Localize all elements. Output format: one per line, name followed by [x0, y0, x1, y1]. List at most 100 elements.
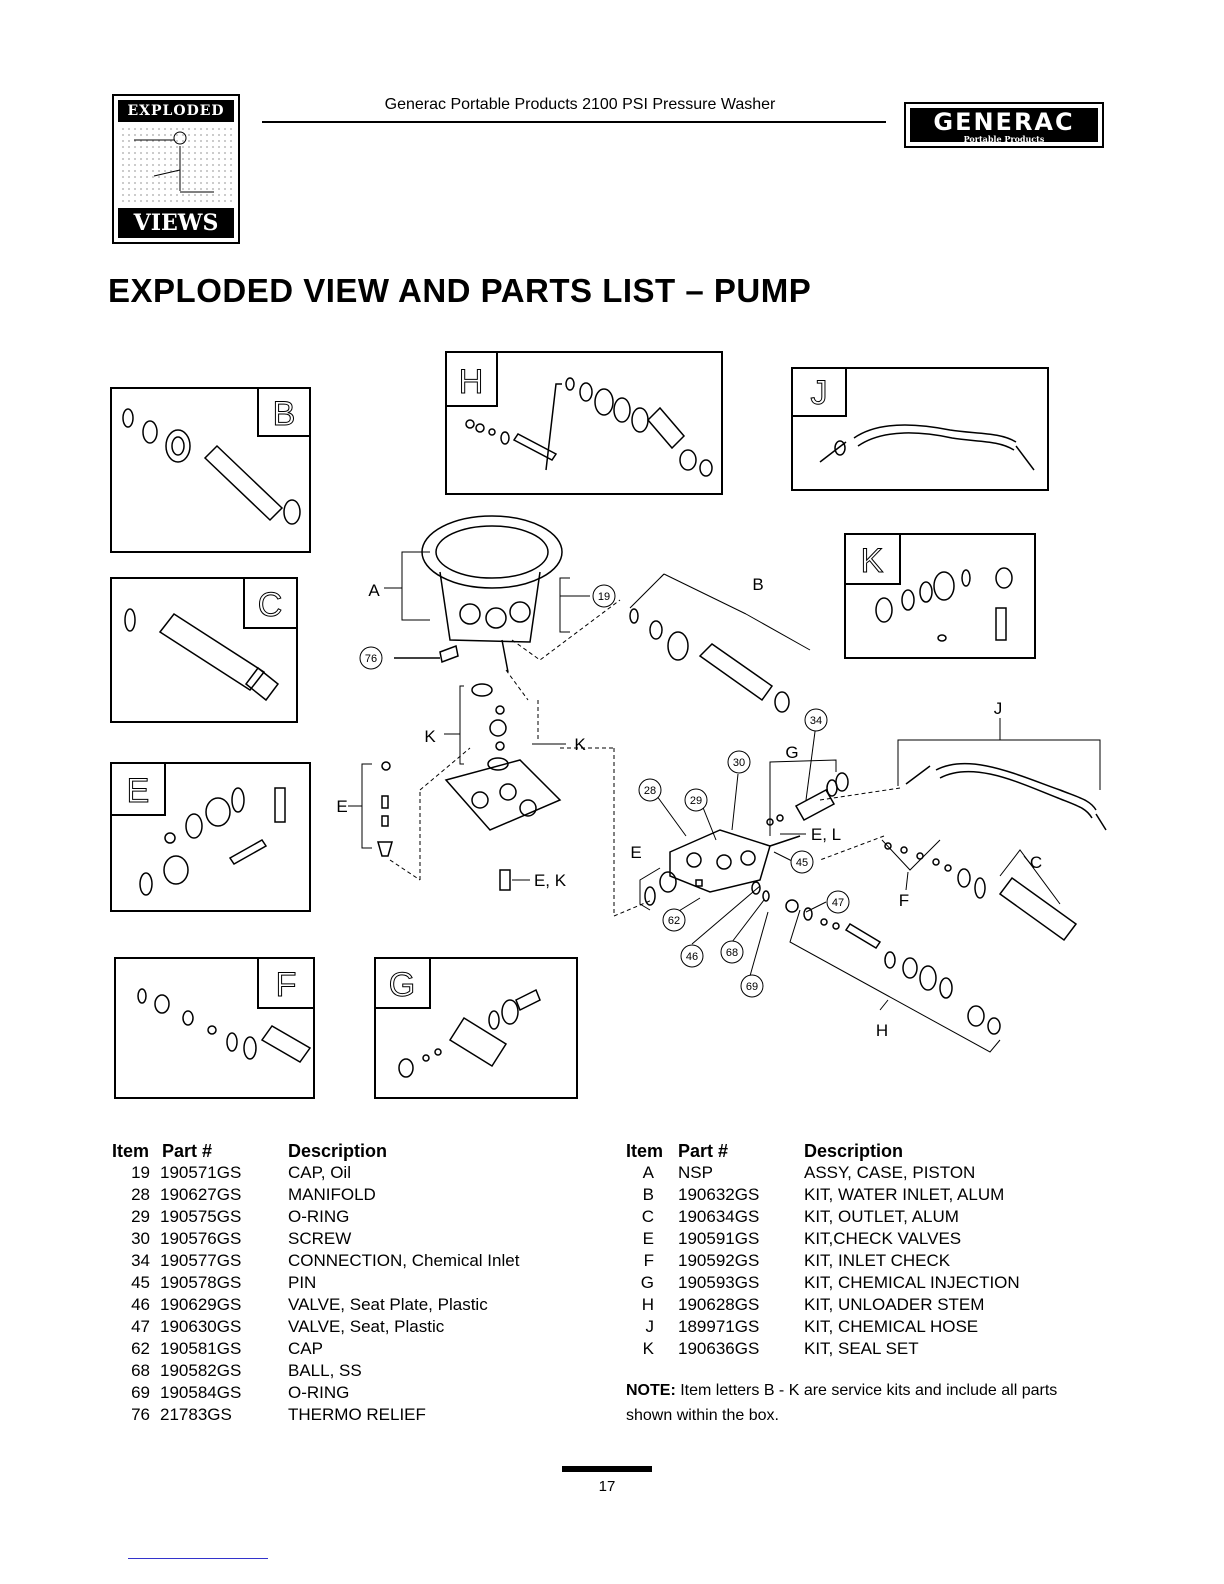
table-row: 62 190581GS CAP [112, 1338, 592, 1360]
svg-text:76: 76 [365, 653, 377, 665]
label-e2: E [630, 843, 641, 862]
item-cell: K [642, 1339, 654, 1358]
part-number-cell: 21783GS [160, 1405, 232, 1424]
header-part: Part # [678, 1141, 729, 1161]
bottom-link-underline [128, 1558, 268, 1559]
kit-c-parts [124, 608, 280, 702]
box-letter-e: E [127, 772, 150, 810]
description-cell: KIT, CHEMICAL HOSE [804, 1317, 979, 1336]
kit-g-parts [398, 988, 541, 1078]
logo-bottom-text: VIEWS [118, 208, 234, 238]
item-cell: 30 [131, 1229, 150, 1248]
kit-f-parts [137, 988, 312, 1063]
description-cell: KIT, CHEMICAL INJECTION [804, 1273, 1020, 1292]
part-number-cell: 190627GS [160, 1185, 242, 1204]
label-ek: E, K [534, 871, 567, 890]
callout-29: 29 [684, 788, 708, 812]
description-cell: THERMO RELIEF [288, 1405, 426, 1424]
item-cell: 76 [131, 1405, 150, 1424]
svg-text:68: 68 [726, 947, 738, 959]
generac-sub: Portable Products [963, 134, 1045, 144]
box-letter-b: B [273, 395, 296, 433]
item-cell: G [640, 1273, 654, 1292]
part-number-cell: 190581GS [160, 1339, 242, 1358]
part-number-cell: 190630GS [160, 1317, 242, 1336]
label-k: K [424, 727, 436, 746]
page-title: EXPLODED VIEW AND PARTS LIST – PUMP [108, 272, 812, 309]
exploded-views-logo: EXPLODED VIEWS [112, 94, 240, 244]
svg-text:29: 29 [690, 795, 702, 807]
part-number-cell: 190576GS [160, 1229, 242, 1248]
item-cell: C [641, 1207, 654, 1226]
kit-box-c [110, 577, 298, 723]
part-number-cell: 190628GS [678, 1295, 760, 1314]
label-j: J [994, 699, 1003, 718]
part-number-cell: 190575GS [160, 1207, 242, 1226]
description-cell: SCREW [288, 1229, 352, 1248]
description-cell: O-RING [288, 1207, 350, 1226]
kit-h-parts [465, 377, 713, 477]
item-cell: A [642, 1163, 654, 1182]
label-a: A [368, 581, 380, 600]
item-cell: 45 [131, 1273, 150, 1292]
table-row: 29 190575GS O-RING [112, 1206, 592, 1228]
item-cell: 19 [131, 1163, 150, 1182]
logo-sketch [134, 131, 214, 193]
callout-19: 19 [592, 584, 616, 608]
callout-76: 76 [359, 646, 383, 670]
item-cell: 69 [131, 1383, 150, 1402]
part-number-cell: 190592GS [678, 1251, 760, 1270]
header-title: Generac Portable Products 2100 PSI Press… [384, 96, 776, 113]
note-text: Item letters B - K are service kits and … [626, 1382, 1058, 1424]
description-cell: ASSY, CASE, PISTON [804, 1163, 976, 1182]
item-cell: J [645, 1317, 655, 1336]
kit-box-f [114, 957, 315, 1099]
callouts: 19 76 28 29 30 34 45 47 62 46 68 69 [359, 584, 850, 998]
part-number-cell: 190584GS [160, 1383, 242, 1402]
table-row: 30 190576GS SCREW [112, 1228, 592, 1250]
description-cell: O-RING [288, 1383, 350, 1402]
kit-box-k [844, 533, 1036, 659]
item-cell: 47 [131, 1317, 150, 1336]
svg-text:19: 19 [598, 591, 610, 603]
kit-e-parts [139, 787, 286, 896]
kit-box-j [791, 367, 1049, 491]
exploded-diagram: B C E F G H J K [110, 351, 1107, 1099]
kit-j-parts [819, 424, 1035, 471]
part-number-cell: 190636GS [678, 1339, 760, 1358]
description-cell: KIT, SEAL SET [804, 1339, 919, 1358]
table-row: 76 21783GS THERMO RELIEF [112, 1404, 592, 1426]
description-cell: CAP [288, 1339, 323, 1358]
item-cell: B [642, 1185, 654, 1204]
description-cell: VALVE, Seat, Plastic [288, 1317, 445, 1336]
callout-69: 69 [740, 974, 764, 998]
callout-68: 68 [720, 940, 744, 964]
note-label: NOTE: [626, 1382, 676, 1399]
header-description: Description [288, 1141, 388, 1161]
footer-bar [562, 1466, 652, 1472]
part-number-cell: 190629GS [160, 1295, 242, 1314]
description-cell: CAP, Oil [288, 1163, 351, 1182]
logo-art [120, 126, 232, 204]
label-k2: K [574, 735, 586, 754]
item-cell: 62 [131, 1339, 150, 1358]
item-cell: 34 [131, 1251, 150, 1270]
item-cell: 29 [131, 1207, 150, 1226]
table-header: Item Part # Description [626, 1140, 1126, 1162]
box-letter-k: K [861, 542, 884, 580]
generac-brand: GENERAC [933, 108, 1075, 136]
kit-box-b [110, 387, 311, 553]
kit-box-h [445, 351, 723, 495]
description-cell: BALL, SS [288, 1361, 362, 1380]
part-number-cell: 189971GS [678, 1317, 760, 1336]
description-cell: KIT, UNLOADER STEM [804, 1295, 985, 1314]
callout-30: 30 [727, 750, 751, 774]
part-number-cell: 190632GS [678, 1185, 760, 1204]
